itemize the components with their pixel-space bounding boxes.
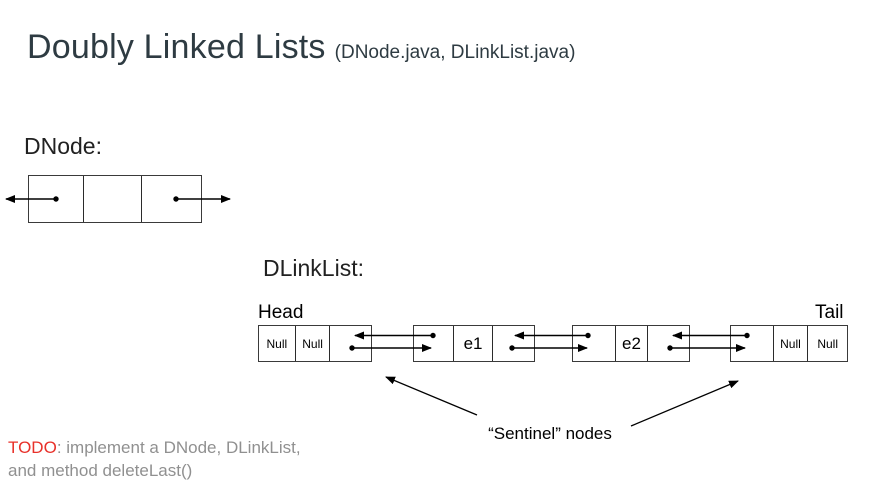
e1-value-cell: e1: [452, 326, 493, 361]
dnode-box: [28, 175, 202, 223]
head-label: Head: [258, 302, 304, 323]
node-tail: Null Null: [730, 325, 848, 362]
tail-next-cell: Null: [807, 326, 847, 361]
e1-prev-cell: [414, 326, 453, 361]
tail-value-cell: Null: [772, 326, 808, 361]
e2-prev-cell: [573, 326, 615, 361]
e1-next-cell: [492, 326, 534, 361]
dlinklist-section-label: DLinkList:: [263, 255, 364, 281]
page-subtitle: (DNode.java, DLinkList.java): [334, 42, 576, 63]
todo-note: TODO: implement a DNode, DLinkList, and …: [8, 436, 301, 482]
sentinel-caption: “Sentinel” nodes: [488, 424, 612, 443]
tail-label: Tail: [815, 302, 844, 323]
todo-line-2: and method deleteLast(): [8, 461, 193, 480]
dnode-section-label: DNode:: [24, 133, 102, 159]
dnode-next-cell: [141, 176, 201, 222]
todo-keyword: TODO: [8, 438, 57, 457]
head-next-cell: [329, 326, 371, 361]
page-title: Doubly Linked Lists: [27, 28, 326, 66]
slide-header: Doubly Linked Lists (DNode.java, DLinkLi…: [27, 28, 575, 67]
sentinel-right-arrow: [630, 380, 739, 427]
todo-line-1: TODO: implement a DNode, DLinkList,: [8, 436, 301, 459]
head-prev-cell: Null: [266, 336, 288, 351]
e2-next-cell: [647, 326, 689, 361]
node-head: Null Null: [258, 325, 372, 362]
dnode-value-cell: [82, 176, 142, 222]
dnode-prev-cell: [29, 176, 83, 222]
node-e1: e1: [413, 325, 535, 362]
tail-prev-cell: [731, 326, 773, 361]
todo-line-1-rest: : implement a DNode, DLinkList,: [56, 438, 301, 457]
node-e2: e2: [572, 325, 690, 362]
e2-value-cell: e2: [614, 326, 648, 361]
sentinel-left-arrow: [385, 376, 478, 416]
head-value-cell: Null: [294, 326, 330, 361]
